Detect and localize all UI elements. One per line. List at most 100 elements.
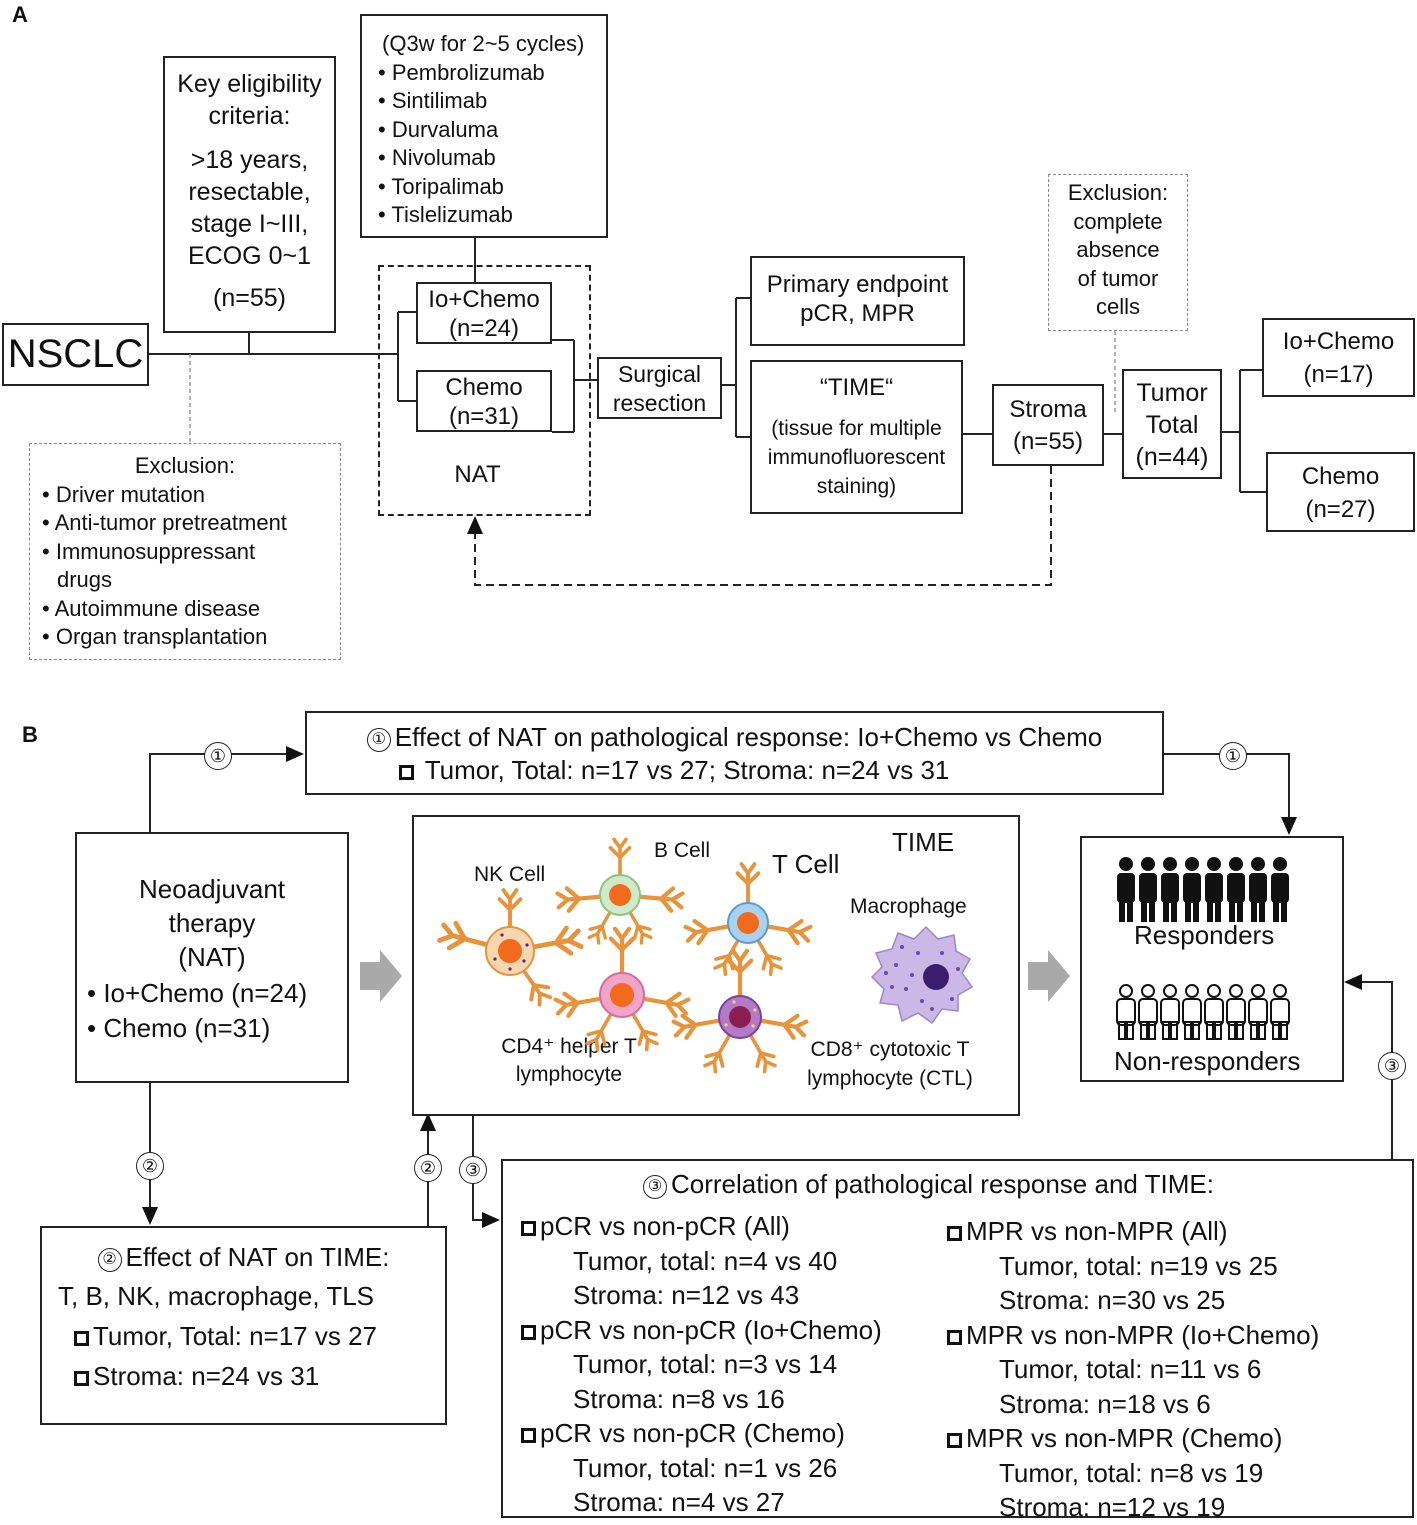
arm-n: (n=24) <box>448 315 520 342</box>
step-three-marker: ③ <box>1378 1052 1406 1080</box>
effect1-title: Effect of NAT on pathological response: … <box>394 722 1103 752</box>
time-title: “TIME“ <box>819 374 894 401</box>
exclusion-box: Exclusion: • Driver mutation • Anti-tumo… <box>29 443 341 660</box>
checkbox-icon <box>521 1324 536 1340</box>
exclusion-item: Anti-tumor pretreatment <box>54 510 287 535</box>
exclusion-item: drugs <box>57 567 113 592</box>
exclusion-tumor-line: absence <box>1076 237 1160 262</box>
eligibility-title: criteria: <box>208 102 291 130</box>
effect2-item: Stroma: n=24 vs 31 <box>93 1361 320 1391</box>
time-note: immunofluorescent <box>767 446 946 469</box>
nat-title: (NAT) <box>178 942 246 972</box>
b-cell-label: B Cell <box>654 839 711 862</box>
final-arm-n: (n=17) <box>1303 361 1374 388</box>
nat-title: Neoadjuvant <box>139 874 285 904</box>
mpr-stroma: Stroma: n=18 vs 6 <box>999 1388 1211 1419</box>
exclusion-tumor-line: Exclusion: <box>1067 180 1169 205</box>
pcr-stroma: Stroma: n=12 vs 43 <box>573 1280 800 1310</box>
cd4-label-line: lymphocyte <box>515 1063 623 1086</box>
cd8-label-line: CD8⁺ cytotoxic T <box>810 1038 970 1061</box>
criterion: stage I~III, <box>190 210 309 238</box>
tumor-total-n: (n=44) <box>1135 443 1209 471</box>
mpr-tumor: Tumor, total: n=11 vs 6 <box>999 1354 1262 1384</box>
panel-a-label: A <box>12 2 28 27</box>
primary-endpoint-box: Primary endpoint pCR, MPR <box>750 256 965 346</box>
cd8-label-line: lymphocyte (CTL) <box>807 1067 973 1090</box>
pcr-tumor: Tumor, total: n=1 vs 26 <box>573 1452 838 1483</box>
stroma-n: (n=55) <box>1012 428 1084 455</box>
non-responders-icon <box>1116 984 1290 1040</box>
exclusion-item: Driver mutation <box>55 481 205 507</box>
nsclc-label: NSCLC <box>7 332 144 376</box>
cells-illustration <box>414 837 974 1076</box>
checkbox-icon <box>399 765 414 780</box>
macrophage-label: Macrophage <box>850 895 967 918</box>
drug-item: Durvaluma <box>391 116 499 142</box>
step-two-marker: ② <box>414 1154 442 1182</box>
mpr-stroma: Stroma: n=30 vs 25 <box>999 1285 1226 1315</box>
pcr-stroma: Stroma: n=8 vs 16 <box>573 1383 785 1414</box>
nk-cell-icon <box>438 888 582 1009</box>
effect2-item: Tumor, Total: n=17 vs 27 <box>93 1321 377 1351</box>
pcr-heading: pCR vs non-pCR (Io+Chemo) <box>540 1314 882 1345</box>
exclusion-tumor-line: cells <box>1095 294 1140 319</box>
checkbox-icon <box>947 1433 962 1448</box>
final-arm-n: (n=27) <box>1305 496 1376 523</box>
step-one-marker: ① <box>204 742 232 770</box>
exclusion-tumor-line: of tumor <box>1077 265 1159 291</box>
surgery-label: resection <box>612 390 707 416</box>
eligibility-box: Key eligibility criteria: >18 years, res… <box>163 56 336 333</box>
exclusion-item: Immunosuppressant <box>55 538 256 564</box>
time-note: (tissue for multiple <box>771 417 942 440</box>
mpr-column: MPR vs non-MPR (All) Tumor, total: n=19 … <box>947 1214 1319 1525</box>
nsclc-box: NSCLC <box>2 323 149 386</box>
eligibility-n: (n=55) <box>213 284 286 312</box>
nat-title: therapy <box>168 908 256 938</box>
drugs-header: (Q3w for 2~5 cycles) <box>382 31 585 56</box>
endpoint-title: Primary endpoint <box>766 271 949 298</box>
drug-item: Toripalimab <box>391 173 504 199</box>
drug-item: Tislelizumab <box>391 202 513 227</box>
exclusion-item: Organ transplantation <box>55 624 268 649</box>
time-panel-title: TIME <box>892 827 955 857</box>
nat-item: Io+Chemo (n=24) <box>103 978 308 1008</box>
mpr-heading: MPR vs non-MPR (All) <box>966 1216 1228 1246</box>
checkbox-icon <box>521 1221 536 1236</box>
drugs-box: (Q3w for 2~5 cycles) • Pembrolizumab • S… <box>360 14 608 238</box>
step-three-badge: ③ <box>643 1175 667 1199</box>
tumor-total-label: Total <box>1145 411 1199 439</box>
drug-item: Nivolumab <box>391 145 496 170</box>
mpr-heading: MPR vs non-MPR (Chemo) <box>966 1423 1283 1453</box>
t-cell-label: T Cell <box>772 849 840 879</box>
cd8-label: CD8⁺ cytotoxic T lymphocyte (CTL) <box>790 1035 990 1093</box>
time-note: staining) <box>816 475 897 498</box>
exclusion-tumor-box: Exclusion: complete absence of tumor cel… <box>1048 174 1188 331</box>
final-arm-label: Chemo <box>1301 463 1380 490</box>
tumor-total-label: Tumor <box>1136 379 1208 407</box>
exclusion-tumor-line: complete <box>1073 208 1163 234</box>
pcr-column: pCR vs non-pCR (All) Tumor, total: n=4 v… <box>521 1209 882 1520</box>
step-two-marker: ② <box>136 1152 164 1180</box>
drug-item: Sintilimab <box>391 88 488 113</box>
arm-label: Io+Chemo <box>428 286 540 313</box>
time-box: “TIME“ (tissue for multiple immunofluore… <box>750 360 963 514</box>
endpoint-values: pCR, MPR <box>800 300 915 327</box>
mpr-tumor: Tumor, total: n=8 vs 19 <box>999 1457 1264 1488</box>
nat-therapy-box: Neoadjuvant therapy (NAT) • Io+Chemo (n=… <box>75 832 349 1083</box>
pcr-tumor: Tumor, total: n=3 vs 14 <box>573 1349 838 1379</box>
mpr-stroma: Stroma: n=12 vs 19 <box>999 1492 1226 1522</box>
effect1-detail: Tumor, Total: n=17 vs 27; Stroma: n=24 v… <box>424 755 950 785</box>
nat-item: Chemo (n=31) <box>103 1013 271 1043</box>
arm-io-chemo-box: Io+Chemo (n=24) <box>416 282 552 344</box>
macrophage-icon <box>870 925 974 1025</box>
arm-label: Chemo <box>445 374 523 401</box>
drug-item: Pembrolizumab <box>391 59 545 85</box>
non-responders-label: Non-responders <box>1114 1046 1301 1076</box>
checkbox-icon <box>947 1329 962 1345</box>
panel-b-label: B <box>22 722 38 747</box>
mpr-heading: MPR vs non-MPR (Io+Chemo) <box>966 1319 1320 1350</box>
pcr-heading: pCR vs non-pCR (All) <box>540 1211 790 1241</box>
